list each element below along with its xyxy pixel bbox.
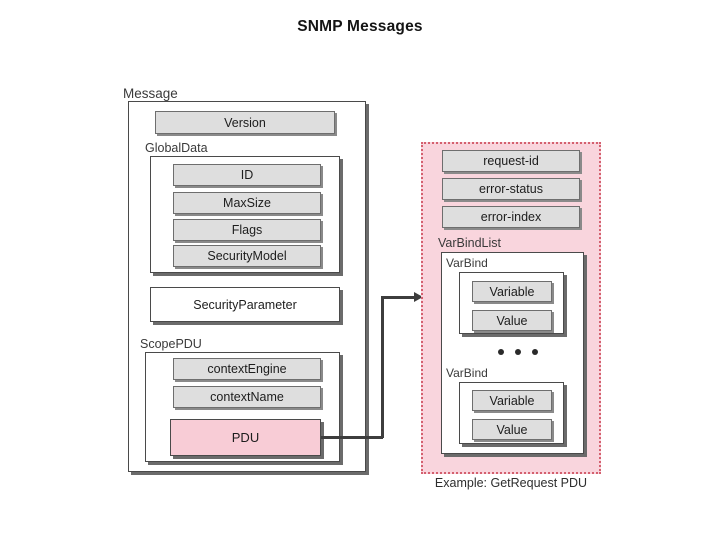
scope-pdu-group-label: ScopePDU [140,337,202,351]
field-id[interactable]: ID [173,164,321,186]
field-pdu[interactable]: PDU [170,419,321,456]
field-context-engine[interactable]: contextEngine [173,358,321,380]
field-flags[interactable]: Flags [173,219,321,241]
global-data-group-label: GlobalData [145,141,208,155]
field-request-id[interactable]: request-id [442,150,580,172]
field-variable-2[interactable]: Variable [472,390,552,411]
field-maxsize[interactable]: MaxSize [173,192,321,214]
message-group-label: Message [123,86,178,101]
var-bind-list-group-label: VarBindList [438,236,501,250]
var-bind-2-label: VarBind [446,366,488,380]
field-security-parameter[interactable]: SecurityParameter [150,287,340,322]
var-bind-1-label: VarBind [446,256,488,270]
page-title: SNMP Messages [297,18,423,35]
connector-arrow-icon [414,292,423,302]
field-value-2[interactable]: Value [472,419,552,440]
example-caption: Example: GetRequest PDU [434,476,588,490]
field-value-1[interactable]: Value [472,310,552,331]
field-variable-1[interactable]: Variable [472,281,552,302]
field-version[interactable]: Version [155,111,335,134]
field-error-index[interactable]: error-index [442,206,580,228]
field-error-status[interactable]: error-status [442,178,580,200]
field-securitymodel[interactable]: SecurityModel [173,245,321,267]
field-context-name[interactable]: contextName [173,386,321,408]
ellipsis-icon [498,349,538,355]
